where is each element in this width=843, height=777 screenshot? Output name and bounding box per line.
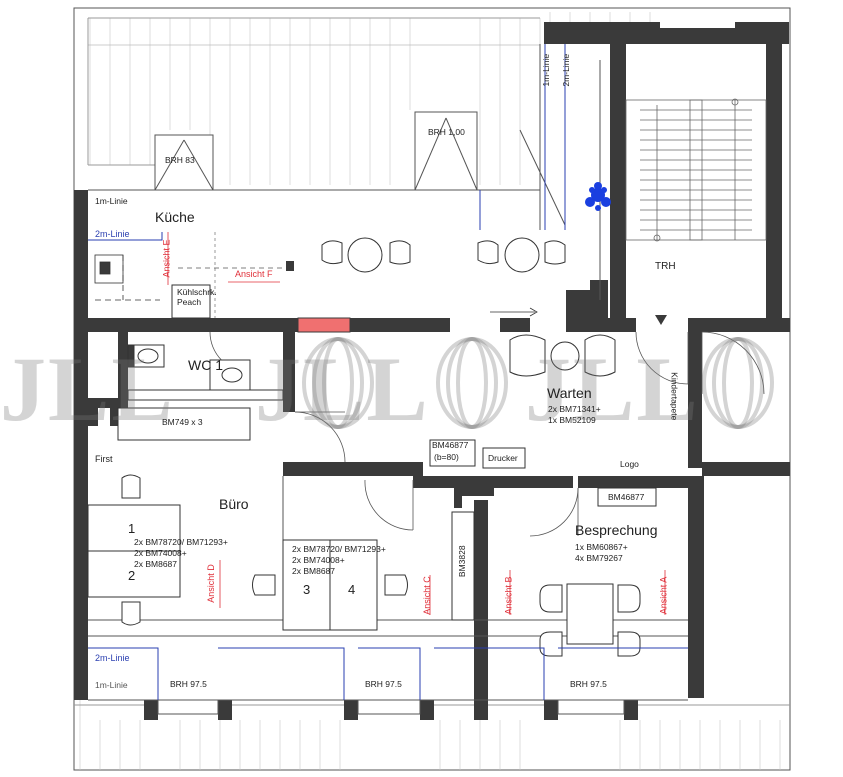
- desks12-annotation-3: 2x BM8687: [134, 559, 177, 569]
- desk-4: 4: [348, 582, 356, 597]
- room-besprechung: Besprechung: [575, 522, 658, 538]
- ansicht-f: Ansicht F: [235, 269, 273, 279]
- warten-annotation-2: 1x BM52109: [548, 415, 596, 425]
- label-first: First: [95, 454, 113, 464]
- m1-vert-label: 1m-Linie: [541, 53, 552, 87]
- cabinet-bm46877: [429, 439, 476, 467]
- desks12-annotation-2: 2x BM74008+: [134, 548, 187, 558]
- room-trh: TRH: [655, 261, 676, 272]
- printer: [482, 447, 526, 469]
- stair-down-arrow: [655, 315, 667, 325]
- fridge-label: Kühlschrk.: [177, 287, 217, 297]
- m2-top-label: 2m-Linie: [95, 229, 130, 239]
- highlight-wall: [297, 317, 351, 333]
- brh100-label: BRH 1,00: [428, 127, 465, 137]
- roof-hatching-bottom: [79, 700, 781, 770]
- desks12-annotation-1: 2x BM78720/ BM71293+: [134, 537, 228, 547]
- bm3828-label: BM3828: [456, 545, 467, 578]
- waiting-chairs: [509, 334, 616, 377]
- ansicht-b: Ansicht B: [503, 576, 514, 615]
- fridge: [171, 284, 211, 319]
- shelf-bm749: [117, 407, 251, 441]
- brh975-left-label: BRH 97.5: [170, 679, 207, 689]
- brh83-label: BRH 83: [165, 155, 195, 165]
- bottom-windows: [157, 699, 625, 715]
- stairs: [625, 98, 767, 242]
- cabinet-bm46877-right: [597, 487, 657, 507]
- desk-3: 3: [303, 582, 311, 597]
- fridge-label-2: Peach: [177, 297, 202, 307]
- bm46877-label: BM46877: [432, 440, 469, 450]
- room-wc: WC 1: [188, 357, 223, 373]
- kindertapete-label: Kindertapete: [669, 372, 680, 421]
- meeting-table: [539, 583, 641, 657]
- ansicht-e: Ansicht E: [161, 239, 172, 278]
- desk-2: 2: [128, 568, 136, 583]
- room-warten: Warten: [547, 385, 592, 401]
- plant-icon: [585, 182, 611, 211]
- brh975-right-label: BRH 97.5: [570, 679, 607, 689]
- logo-label: Logo: [620, 459, 639, 469]
- corridor-arrow: [490, 307, 538, 317]
- kitchen-fixtures: [94, 254, 160, 301]
- stair-roof-hatching: [549, 12, 651, 22]
- besp-annotation-2: 4x BM79267: [575, 553, 623, 563]
- brh975-mid-label: BRH 97.5: [365, 679, 402, 689]
- cabinet-bm3828: [451, 511, 475, 621]
- m1-top-label: 1m-Linie: [95, 196, 128, 206]
- room-buero: Büro: [219, 496, 249, 512]
- ansicht-a: Ansicht A: [658, 576, 669, 615]
- watermark-rings: [302, 337, 774, 429]
- bm46877-right-label: BM46877: [608, 492, 645, 502]
- door-swings: [209, 331, 765, 537]
- watermark-mid: JLL: [255, 338, 430, 440]
- desks34-annotation-1: 2x BM78720/ BM71293+: [292, 544, 386, 554]
- blue-lines: [88, 44, 688, 700]
- printer-label: Drucker: [488, 453, 518, 463]
- m2-vert-label: 2m-Linie: [561, 53, 572, 87]
- desk-1: 1: [128, 521, 136, 536]
- bm749-label: BM749 x 3: [162, 417, 203, 427]
- bm46877-sub-label: (b=80): [434, 452, 459, 462]
- ansicht-c: Ansicht C: [421, 576, 432, 615]
- room-kueche: Küche: [155, 209, 195, 225]
- watermark-left: JLL: [0, 338, 175, 440]
- wc-fixtures: [127, 344, 284, 401]
- view-markers: [167, 232, 666, 615]
- kitchen-seating: [321, 237, 566, 273]
- ansicht-d: Ansicht D: [205, 564, 216, 603]
- besp-annotation-1: 1x BM60867+: [575, 542, 628, 552]
- warten-annotation-1: 2x BM71341+: [548, 404, 601, 414]
- desks34-annotation-2: 2x BM74008+: [292, 555, 345, 565]
- desks34-annotation-3: 2x BM8687: [292, 566, 335, 576]
- m1-bottom-label: 1m-Linie: [95, 680, 128, 690]
- m2-bottom-label: 2m-Linie: [95, 653, 130, 663]
- walls: [74, 22, 790, 720]
- top-windows: [154, 111, 478, 191]
- office-desks: [87, 474, 408, 631]
- watermark-right: JLL: [525, 338, 700, 440]
